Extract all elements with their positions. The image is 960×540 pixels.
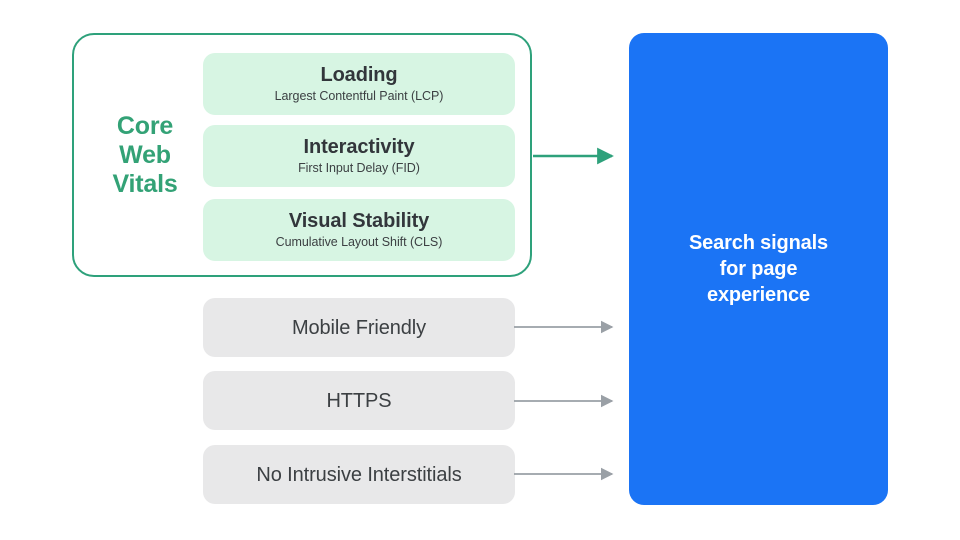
metric-subtitle: First Input Delay (FID) xyxy=(298,161,420,175)
search-signals-line-2: for page xyxy=(719,258,798,280)
metric-card-loading[interactable]: Loading Largest Contentful Paint (LCP) xyxy=(203,53,515,115)
signal-card-https[interactable]: HTTPS xyxy=(203,371,515,430)
metric-title: Interactivity xyxy=(303,136,415,158)
core-web-vitals-label-line-3: Vitals xyxy=(112,170,178,198)
signal-card-label: Mobile Friendly xyxy=(291,316,427,339)
core-web-vitals-label-line-1: Core xyxy=(116,112,174,140)
metric-card-visual-stability[interactable]: Visual Stability Cumulative Layout Shift… xyxy=(203,199,515,261)
metric-card-interactivity[interactable]: Interactivity First Input Delay (FID) xyxy=(203,125,515,187)
signal-card-label: No Intrusive Interstitials xyxy=(256,463,462,486)
core-web-vitals-group xyxy=(72,33,532,277)
signal-card-label: HTTPS xyxy=(326,389,392,412)
search-signals-box[interactable]: Search signals for page experience xyxy=(629,33,888,505)
signal-card-mobile-friendly[interactable]: Mobile Friendly xyxy=(203,298,515,357)
search-signals-line-3: experience xyxy=(706,284,810,306)
signal-card-no-intrusive-interstitials[interactable]: No Intrusive Interstitials xyxy=(203,445,515,504)
search-signals-text: Search signals for page experience xyxy=(671,230,846,308)
metric-subtitle: Cumulative Layout Shift (CLS) xyxy=(275,235,443,249)
core-web-vitals-label-line-2: Web xyxy=(119,141,171,169)
core-web-vitals-label: Core Web Vitals xyxy=(95,112,195,199)
metric-title: Visual Stability xyxy=(288,210,430,232)
metric-subtitle: Largest Contentful Paint (LCP) xyxy=(274,89,444,103)
metric-title: Loading xyxy=(320,64,398,86)
search-signals-line-1: Search signals xyxy=(688,232,829,254)
